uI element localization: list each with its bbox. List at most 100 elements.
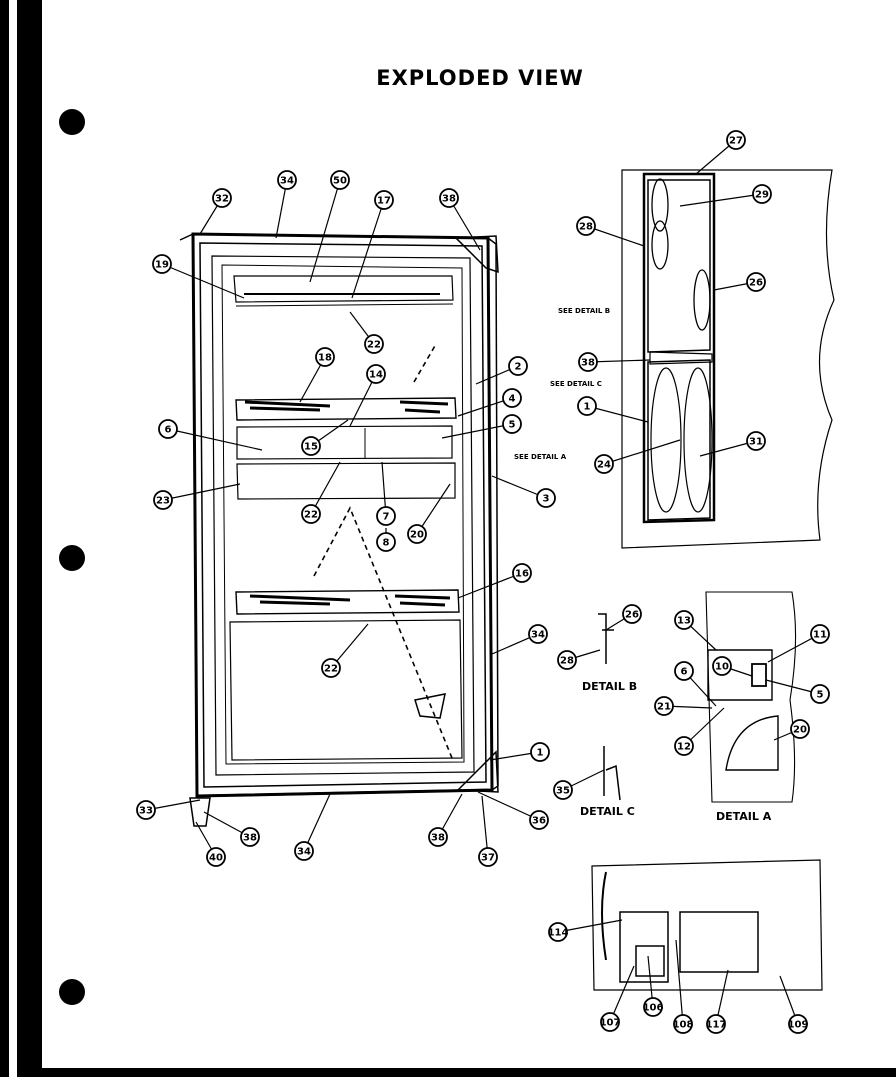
callout-number: 34 [297, 847, 311, 858]
callout-number: 6 [681, 667, 688, 678]
callout-circle [428, 827, 448, 847]
callout-leader-38 [587, 359, 651, 363]
callout-leader-17 [351, 199, 385, 299]
callout-number: 38 [442, 194, 456, 205]
callout-circle [330, 170, 350, 190]
callout-number: 4 [509, 394, 516, 405]
part-callout-2: 2 [508, 356, 528, 376]
callout-leader-23 [162, 483, 241, 501]
callout-number: 38 [581, 358, 595, 369]
callout-number: 3 [543, 494, 550, 505]
callout-leader-16 [457, 572, 523, 599]
callout-circle [577, 396, 597, 416]
callout-number: 1 [537, 748, 544, 759]
callout-number: 2 [515, 362, 522, 373]
callout-number: 13 [677, 616, 691, 627]
callout-circle [726, 130, 746, 150]
part-callout-108: 108 [673, 1014, 693, 1034]
punch-hole-top [59, 109, 85, 135]
callout-leader-20 [416, 483, 451, 535]
part-callout-34: 34 [294, 841, 314, 861]
part-callout-20: 20 [790, 719, 810, 739]
callout-circle [712, 656, 732, 676]
part-callout-20: 20 [407, 524, 427, 544]
callout-circle [600, 1012, 620, 1032]
callout-number: 32 [215, 194, 229, 205]
callout-number: 11 [813, 630, 827, 641]
see-detail-a-label: SEE DETAIL A [514, 453, 567, 461]
punch-hole-bottom [59, 979, 85, 1005]
part-callout-19: 19 [152, 254, 172, 274]
part-callout-36: 36 [529, 810, 549, 830]
page-title: EXPLODED VIEW [376, 66, 584, 90]
callout-leader-38 [448, 197, 481, 251]
callout-number: 33 [139, 806, 153, 817]
callout-circle [530, 742, 550, 762]
compressor-section [591, 859, 823, 991]
part-callout-32: 32 [212, 188, 232, 208]
callout-circle [152, 254, 172, 274]
callout-number: 26 [625, 610, 639, 621]
callout-number: 15 [304, 442, 318, 453]
callout-circle [674, 610, 694, 630]
callout-circle [315, 347, 335, 367]
punch-hole-middle [59, 545, 85, 571]
part-callout-38: 38 [240, 827, 260, 847]
callout-circle [153, 490, 173, 510]
callout-circle [528, 624, 548, 644]
part-callout-31: 31 [746, 431, 766, 451]
callout-number: 1 [584, 402, 591, 413]
callout-circle [643, 997, 663, 1017]
callout-leader-107 [609, 965, 635, 1023]
callout-number: 19 [155, 260, 169, 271]
callout-circle [674, 661, 694, 681]
part-callout-35: 35 [553, 780, 573, 800]
detail-b-c-views [598, 613, 621, 801]
callout-circle [752, 184, 772, 204]
part-callout-34: 34 [528, 624, 548, 644]
callout-number: 22 [324, 664, 338, 675]
callout-number: 12 [677, 742, 691, 753]
part-callout-50: 50 [330, 170, 350, 190]
part-callout-34: 34 [277, 170, 297, 190]
callout-circle [301, 504, 321, 524]
shelf-hatching [244, 293, 451, 607]
part-callout-37: 37 [478, 847, 498, 867]
part-callout-13: 13 [674, 610, 694, 630]
callout-number: 29 [755, 190, 769, 201]
part-callout-6: 6 [674, 661, 694, 681]
callout-circle [439, 188, 459, 208]
upper-section-view [621, 169, 835, 549]
callout-number: 34 [531, 630, 545, 641]
callout-leader-36 [477, 791, 540, 821]
part-callout-28: 28 [557, 650, 577, 670]
callout-circle [673, 1014, 693, 1034]
part-callout-1: 1 [530, 742, 550, 762]
part-callout-11: 11 [810, 624, 830, 644]
binder-edge-highlight [9, 0, 17, 1077]
callout-number: 8 [383, 538, 390, 549]
callout-number: 50 [333, 176, 347, 187]
callout-number: 27 [729, 136, 743, 147]
callout-number: 24 [597, 460, 611, 471]
part-callout-4: 4 [502, 388, 522, 408]
part-callout-10: 10 [712, 656, 732, 676]
callout-number: 106 [643, 1003, 664, 1014]
detail-a-label: DETAIL A [716, 810, 772, 823]
callout-number: 38 [431, 833, 445, 844]
callout-number: 107 [600, 1018, 621, 1029]
callout-circle [374, 190, 394, 210]
see-detail-b-label: SEE DETAIL B [558, 307, 610, 315]
part-callout-3: 3 [536, 488, 556, 508]
callout-number: 7 [383, 512, 390, 523]
see-detail-c-label: SEE DETAIL C [550, 380, 602, 388]
callout-number: 21 [657, 702, 671, 713]
callout-leader-37 [481, 795, 489, 858]
callout-leader-6 [167, 428, 263, 451]
callout-leader-29 [679, 193, 763, 207]
part-callout-1: 1 [577, 396, 597, 416]
part-callout-18: 18 [315, 347, 335, 367]
callout-number: 14 [369, 370, 383, 381]
